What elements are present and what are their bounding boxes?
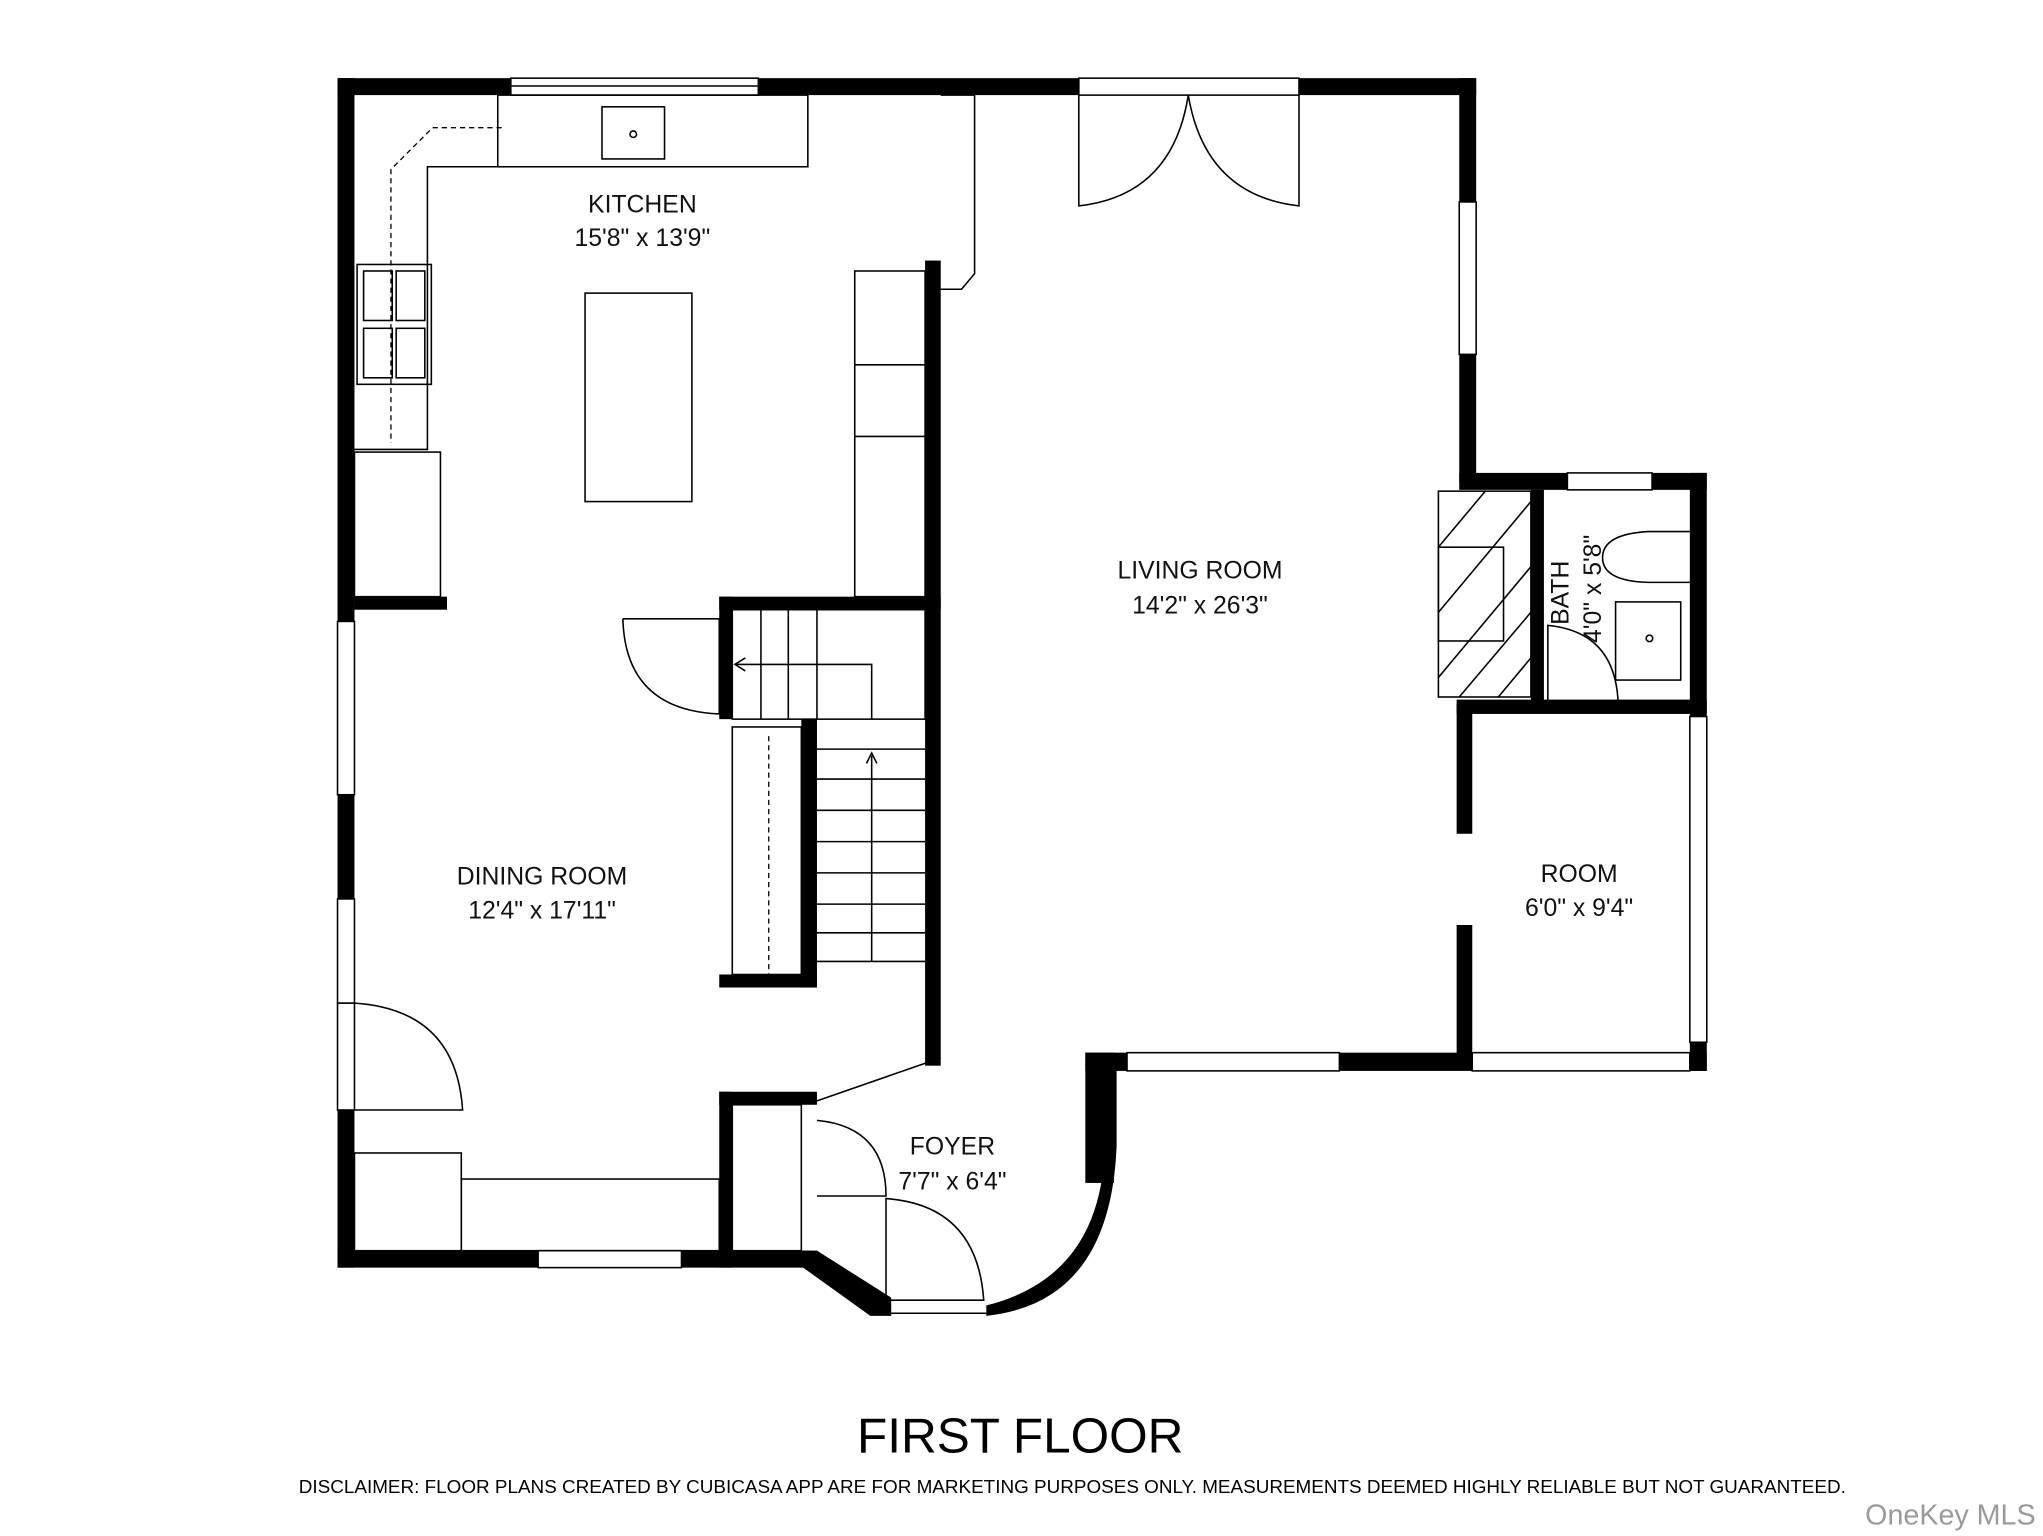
living-room-size: 14'2" x 26'3" xyxy=(1132,593,1268,620)
watermark: OneKey MLS xyxy=(1865,1499,2035,1531)
foyer-size: 7'7" x 6'4" xyxy=(898,1168,1006,1195)
windows xyxy=(336,77,1708,1269)
dining-room-label: DINING ROOM xyxy=(457,864,628,891)
kitchen-label: KITCHEN xyxy=(588,191,697,218)
dining-room-size: 12'4" x 17'11" xyxy=(468,897,616,924)
floor-title: FIRST FLOOR xyxy=(857,1409,1183,1464)
living-room-label: LIVING ROOM xyxy=(1117,557,1282,584)
room-label: ROOM xyxy=(1541,861,1618,888)
bath-size: 4'0" x 5'8" xyxy=(1580,535,1607,643)
kitchen-size: 15'8" x 13'9" xyxy=(575,225,711,252)
bath-label: BATH xyxy=(1548,561,1575,625)
room-size: 6'0" x 9'4" xyxy=(1525,895,1633,922)
room-labels: KITCHEN 15'8" x 13'9" LIVING ROOM 14'2" … xyxy=(457,191,1633,1195)
disclaimer: DISCLAIMER: FLOOR PLANS CREATED BY CUBIC… xyxy=(299,1477,1846,1498)
foyer-label: FOYER xyxy=(910,1133,995,1160)
fixtures xyxy=(353,94,1690,1301)
